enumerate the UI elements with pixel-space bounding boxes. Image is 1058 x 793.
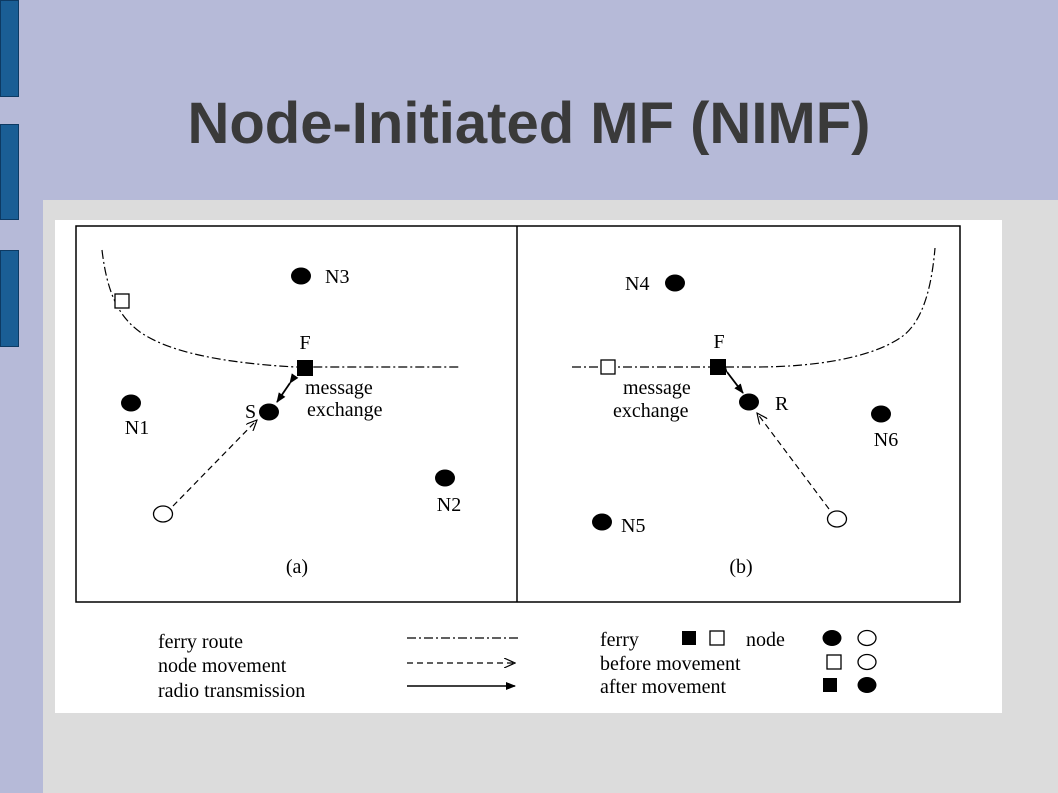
legend-after-movement-label: after movement [600, 676, 726, 698]
exchange-label-a-2: exchange [307, 399, 383, 421]
node-movement-arrow-b [757, 413, 830, 510]
legend-after-ferry [823, 678, 837, 692]
legend-node-label: node [746, 629, 785, 651]
node-r-label: R [775, 393, 789, 415]
ferry-label-b: F [713, 331, 724, 353]
ferry-after-a [297, 360, 313, 376]
node-r-after [739, 393, 759, 411]
radio-transmission-b [718, 362, 744, 394]
ferry-after-b [710, 359, 726, 375]
legend-ferry-empty [709, 630, 725, 646]
legend-radio-transmission-label: radio transmission [158, 680, 305, 702]
node-n2-label: N2 [437, 494, 461, 516]
exchange-label-b-1: message [623, 377, 691, 399]
legend-before-movement-label: before movement [600, 653, 741, 675]
node-s-before [152, 505, 174, 523]
caption-a: (a) [286, 556, 308, 578]
decor-tab-3 [0, 250, 19, 347]
exchange-label-a-1: message [305, 377, 373, 399]
node-n1 [121, 394, 141, 412]
node-s-label: S [245, 401, 256, 423]
node-n5 [592, 513, 612, 531]
title-band [0, 0, 1058, 200]
nimf-diagram-svg: F N3 N1 N2 S message exchange (a) F N4 N… [75, 225, 961, 702]
radio-transmission-a [276, 373, 299, 403]
legend-node-movement-label: node movement [158, 655, 287, 677]
node-n6-label: N6 [874, 429, 898, 451]
legend-ferry-filled [682, 631, 696, 645]
node-r-before [826, 510, 848, 528]
caption-b: (b) [729, 556, 752, 578]
node-n3 [291, 267, 311, 285]
nimf-figure: F N3 N1 N2 S message exchange (a) F N4 N… [55, 220, 1002, 713]
ferry-label-a: F [299, 332, 310, 354]
legend-node-filled [822, 630, 842, 646]
slide-title: Node-Initiated MF (NIMF) [187, 91, 871, 156]
node-n3-label: N3 [325, 266, 349, 288]
node-n2 [435, 469, 455, 487]
node-n6 [871, 405, 891, 423]
node-n1-label: N1 [125, 417, 149, 439]
legend-after-node [857, 677, 877, 693]
decor-tab-2 [0, 124, 19, 220]
legend-before-ferry [826, 654, 842, 670]
legend-ferry-route-label: ferry route [158, 631, 243, 653]
node-movement-arrow-a [172, 420, 257, 507]
ferry-route-b [572, 247, 936, 368]
ferry-before-b [600, 359, 616, 375]
node-n4 [665, 274, 685, 292]
legend-before-node [857, 653, 877, 671]
legend-node-empty [857, 629, 877, 647]
node-n5-label: N5 [621, 515, 645, 537]
node-s-after [259, 403, 279, 421]
decor-tab-1 [0, 0, 19, 97]
exchange-label-b-2: exchange [613, 400, 689, 422]
node-n4-label: N4 [625, 273, 649, 295]
legend-ferry-label: ferry [600, 629, 639, 651]
ferry-route-a [101, 249, 460, 368]
ferry-before-a [114, 293, 130, 309]
panels-frame [75, 225, 961, 603]
